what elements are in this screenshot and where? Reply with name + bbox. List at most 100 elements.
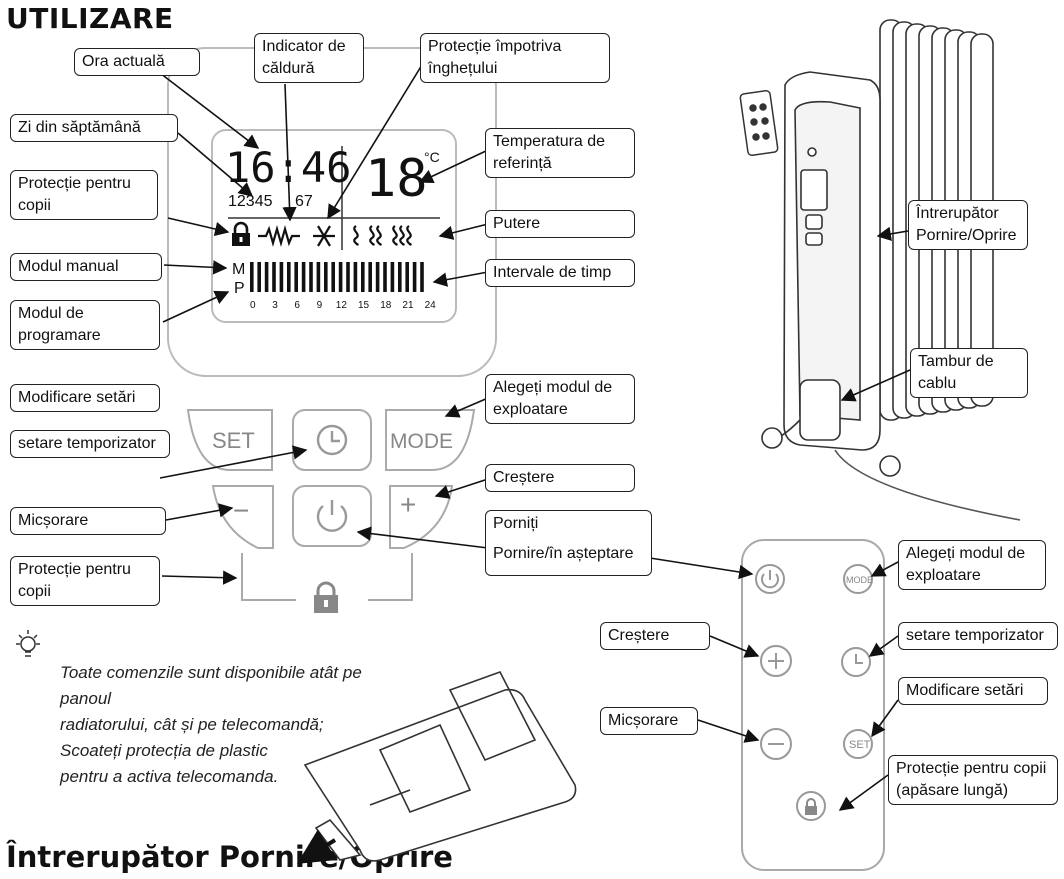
clock-icon — [316, 424, 348, 456]
time-bar — [420, 262, 424, 292]
time-bar — [368, 262, 372, 292]
label-remote-alegeti-modul: Alegeți modul de exploatare — [898, 540, 1046, 590]
remote-set-label: SET — [849, 739, 871, 751]
label-remote-crestere: Creștere — [600, 622, 710, 650]
lcd-unit: °C — [424, 149, 440, 165]
label-setare-temporizator: setare temporizator — [10, 430, 170, 458]
hour-label: 12 — [336, 300, 348, 311]
time-bar — [398, 262, 402, 292]
tip-note-line4: pentru a activa telecomanda. — [60, 767, 279, 786]
set-button-label: SET — [212, 428, 255, 453]
label-modul-programare: Modul de programare — [10, 300, 160, 350]
time-bar — [264, 262, 269, 292]
time-bar — [361, 262, 365, 292]
time-bar — [331, 262, 335, 292]
hour-label: 3 — [272, 300, 278, 311]
remote-minus-icon — [760, 728, 792, 760]
time-bar — [390, 262, 395, 292]
minus-button-label: − — [233, 495, 249, 526]
power-level-icon — [353, 225, 412, 246]
label-porniti-line2: Pornire/în așteptare — [493, 545, 634, 562]
snowflake-icon — [313, 225, 335, 247]
heater-remote-illustration — [739, 89, 779, 157]
label-zi-saptamana: Zi din săptămână — [10, 114, 178, 142]
lock-icon — [232, 221, 250, 246]
label-protectie-inghet: Protecție împotriva înghețului — [420, 33, 610, 83]
minus-button-shape — [211, 485, 274, 549]
remote-mode-label: MODE — [846, 575, 873, 585]
remote-set-icon — [843, 729, 873, 759]
label-protectie-copii: Protecție pentru copii — [10, 170, 158, 220]
time-bar — [375, 262, 380, 292]
pull-tab-arrow — [296, 829, 338, 864]
label-remote-micsorare: Micșorare — [600, 707, 698, 735]
label-alegeti-modul: Alegeți modul de exploatare — [485, 374, 635, 424]
set-button-shape — [186, 409, 273, 471]
lcd-days-a: 12345 — [228, 193, 273, 210]
power-icon — [316, 500, 348, 532]
tip-note-line2: radiatorului, cât și pe telecomandă; — [60, 715, 324, 734]
time-bar — [383, 262, 387, 292]
hour-label: 6 — [294, 300, 300, 311]
time-bar — [353, 262, 358, 292]
time-bar — [346, 262, 350, 292]
label-protectie-copii-panou: Protecție pentru copii — [10, 556, 160, 606]
child-lock-icon — [314, 581, 338, 613]
label-remote-modificare-setari: Modificare setări — [898, 677, 1048, 705]
label-porniti-line1: Porniți — [493, 515, 539, 532]
label-remote-setare-temporizator: setare temporizator — [898, 622, 1058, 650]
hour-label: 18 — [380, 300, 392, 311]
label-intrerupator: Întrerupător Pornire/Oprire — [908, 200, 1028, 250]
label-temperatura-referinta: Temperatura de referință — [485, 128, 635, 178]
time-bar — [405, 262, 409, 292]
remote-tab-illustration — [303, 671, 577, 862]
label-ora-actuala: Ora actuală — [74, 48, 200, 76]
tip-note-line1: Toate comenzile sunt disponibile atât pe… — [60, 663, 362, 708]
lcd-temperature: 18 — [365, 149, 428, 209]
label-modul-manual: Modul manual — [10, 253, 162, 281]
remote-plus-icon — [760, 645, 792, 677]
lcd-days-b: 67 — [295, 193, 313, 210]
label-putere: Putere — [485, 210, 635, 238]
heat-indicator-icon — [258, 224, 300, 248]
label-remote-protectie-copii: Protecție pentru copii (apăsare lungă) — [888, 755, 1058, 805]
time-bar — [309, 262, 313, 292]
hour-label: 21 — [402, 300, 414, 311]
time-bar — [250, 262, 254, 292]
time-interval-bars — [250, 262, 424, 292]
mode-button-label: MODE — [390, 430, 453, 453]
timer-button-shape — [292, 409, 372, 471]
time-bar — [316, 262, 321, 292]
label-crestere: Creștere — [485, 464, 635, 492]
plus-button-label: + — [400, 489, 416, 520]
time-bar — [301, 262, 306, 292]
label-tambur-cablu: Tambur de cablu — [910, 348, 1028, 398]
time-bar — [272, 262, 276, 292]
heater-illustration — [761, 19, 1021, 521]
remote-power-icon — [755, 564, 785, 594]
label-modificare-setari: Modificare setări — [10, 384, 160, 412]
hour-label: 15 — [358, 300, 370, 311]
label-indicator-caldura: Indicator de căldură — [254, 33, 364, 83]
label-micsorare: Micșorare — [10, 507, 166, 535]
lcd-mode-program: P — [234, 280, 245, 297]
mode-button-shape — [385, 409, 476, 471]
page-title: UTILIZARE — [6, 2, 174, 35]
time-bar — [279, 262, 284, 292]
time-bar — [338, 262, 343, 292]
remote-mode-icon — [843, 564, 873, 594]
power-button-shape — [292, 485, 372, 547]
time-bar — [324, 262, 328, 292]
tip-note-line3: Scoateți protecția de plastic — [60, 741, 268, 760]
lightbulb-icon — [16, 630, 40, 657]
hour-label: 24 — [425, 300, 437, 311]
label-intervale-timp: Intervale de timp — [485, 259, 635, 287]
label-porniti: Porniți Pornire/în așteptare — [485, 510, 652, 576]
remote-clock-icon — [841, 647, 871, 677]
remote-control-outline — [741, 539, 885, 871]
hour-label: 0 — [250, 300, 256, 311]
time-bar — [257, 262, 261, 292]
remote-lock-icon — [796, 791, 826, 821]
